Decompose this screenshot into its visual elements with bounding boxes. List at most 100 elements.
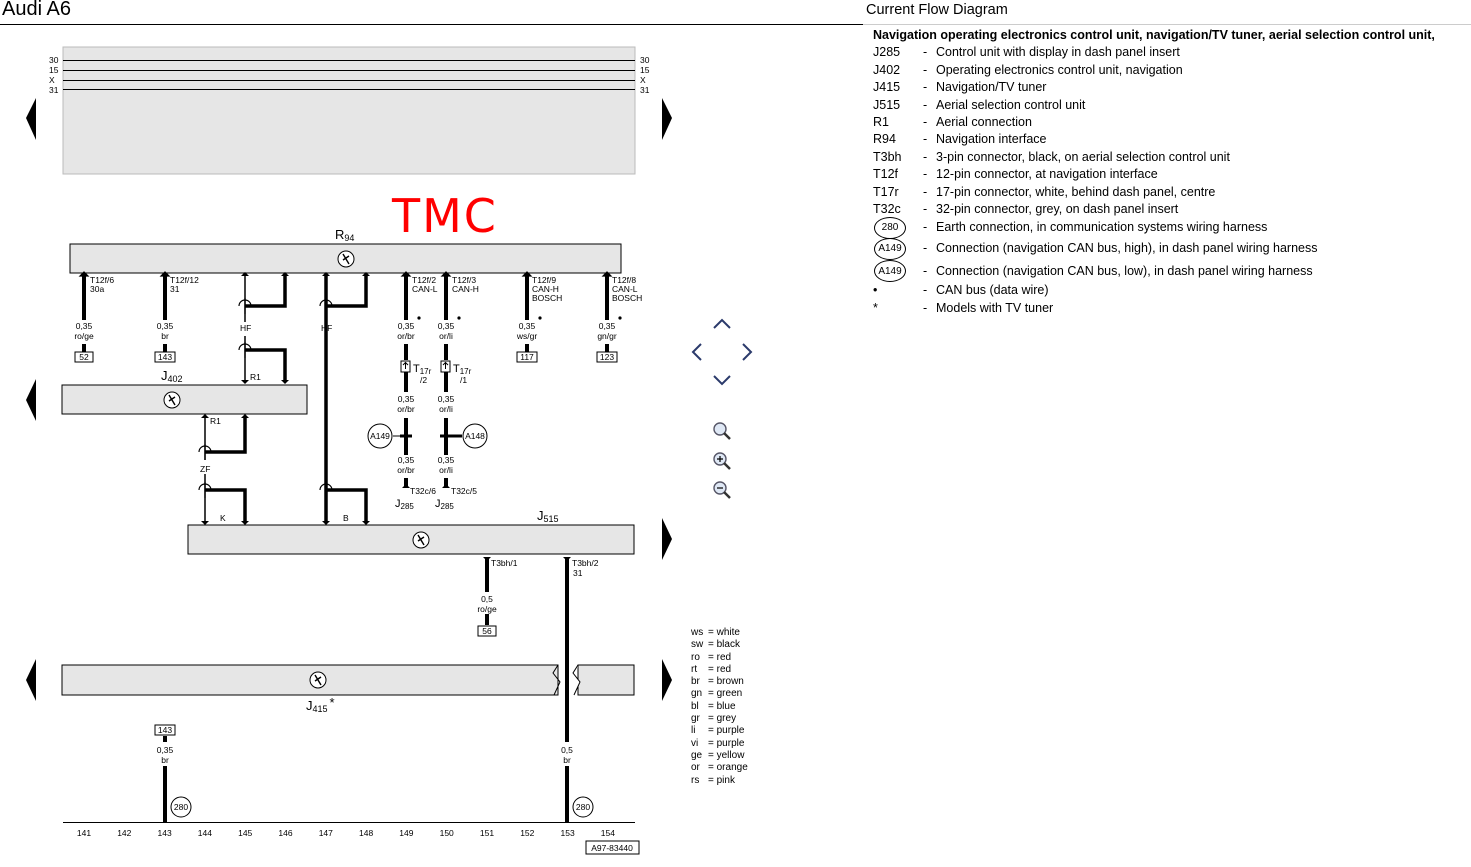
- zoom-in-icon[interactable]: [713, 452, 731, 470]
- earth-280-a-label: 280: [174, 802, 188, 812]
- wire-w5-color: ws/gr: [516, 331, 537, 341]
- pin-t3bh1: T3bh/1: [491, 558, 518, 568]
- wire-w3-color: or/br: [397, 331, 415, 341]
- color-name: pink: [716, 774, 735, 786]
- next-page-arrow-2[interactable]: [662, 518, 672, 560]
- color-code-row: rt= red: [691, 664, 748, 676]
- wire-w4b-color: or/li: [439, 404, 453, 414]
- color-name: purple: [716, 737, 745, 749]
- wire-w2-color: br: [161, 331, 169, 341]
- r94-label: R94: [335, 227, 354, 243]
- pin-t12f3-func: CAN-H: [452, 284, 479, 294]
- legend-item: J515-Aerial selection control unit: [873, 97, 1471, 114]
- j402-label: J402: [161, 368, 183, 384]
- ref-box-143[interactable]: 143: [154, 351, 176, 363]
- wire-w4b-size: 0,35: [438, 394, 455, 404]
- wire-w3c-size: 0,35: [398, 455, 415, 465]
- legend-dash: -: [923, 62, 928, 77]
- color-code-row: br= brown: [691, 676, 748, 688]
- legend-item: J415-Navigation/TV tuner: [873, 79, 1471, 96]
- legend-desc: Connection (navigation CAN bus, high), i…: [936, 241, 1318, 256]
- legend-item: R94 -Navigation interface: [873, 131, 1471, 148]
- prev-page-arrow-3[interactable]: [26, 659, 36, 701]
- diagram-id-box: A97-83440: [585, 840, 640, 855]
- j415-component-box-right: [577, 664, 635, 696]
- control-unit-symbol-r94: [337, 250, 355, 268]
- legend-code: R94: [873, 132, 896, 147]
- legend-code: T12f: [873, 167, 899, 182]
- diagram-id: A97-83440: [591, 843, 633, 853]
- color-name: white: [716, 627, 740, 638]
- color-abbr: br: [691, 676, 700, 688]
- zoom-icon[interactable]: [713, 422, 731, 440]
- color-code-row: bl= blue: [691, 701, 748, 713]
- legend-desc: Aerial connection: [936, 115, 1032, 130]
- pin-t3bh2-func: 31: [573, 568, 583, 578]
- color-equals: =: [708, 737, 717, 749]
- legend-desc: Navigation interface: [936, 132, 1047, 147]
- legend-item: 280-Earth connection, in communication s…: [873, 216, 1471, 239]
- ref-box-117[interactable]: 117: [516, 351, 538, 363]
- color-name: blue: [716, 700, 736, 712]
- antenna-hf-label-1: HF: [240, 323, 251, 333]
- track-number: 152: [520, 828, 534, 838]
- color-equals: =: [708, 651, 717, 663]
- next-page-arrow-3[interactable]: [662, 659, 672, 701]
- legend-code: *: [873, 300, 878, 315]
- wire-w56-size: 0,5: [481, 594, 493, 604]
- legend-dash: -: [923, 132, 928, 147]
- wire-w56-color: ro/ge: [477, 604, 497, 614]
- track-number: 148: [359, 828, 373, 838]
- ref-box-123[interactable]: 123: [596, 351, 618, 363]
- legend-desc: CAN bus (data wire): [936, 283, 1049, 298]
- prev-page-arrow-2[interactable]: [26, 379, 36, 421]
- color-name: orange: [716, 762, 748, 774]
- wire-w6-color: gn/gr: [597, 331, 617, 341]
- wire-w1-color: ro/ge: [74, 331, 94, 341]
- tmc-annotation: TMC: [391, 189, 498, 243]
- ref-box-52-label: 52: [79, 352, 89, 362]
- legend-dash: -: [923, 263, 928, 278]
- legend-dash: -: [923, 283, 928, 298]
- pan-right-icon[interactable]: [742, 343, 753, 361]
- color-name: red: [716, 651, 732, 663]
- color-equals: =: [708, 627, 717, 638]
- connection-a149: A149: [367, 423, 412, 449]
- pan-left-icon[interactable]: [691, 343, 702, 361]
- legend-dash: -: [923, 300, 928, 315]
- pin-t32c5: T32c/5: [451, 486, 477, 496]
- track-number: 150: [440, 828, 454, 838]
- color-equals: =: [708, 688, 717, 700]
- ref-box-143-bottom[interactable]: 143: [154, 724, 176, 736]
- legend-item: A149-Connection (navigation CAN bus, low…: [873, 260, 1471, 283]
- legend-desc: Connection (navigation CAN bus, low), in…: [936, 263, 1313, 278]
- wire-w6-size: 0,35: [599, 321, 616, 331]
- track-number: 149: [399, 828, 413, 838]
- color-abbr: ge: [691, 749, 703, 761]
- ref-box-52[interactable]: 52: [74, 351, 94, 363]
- ref-box-56[interactable]: 56: [477, 625, 497, 637]
- wire-w3c-color: or/br: [397, 465, 415, 475]
- pin-arrow-t32c5: [442, 484, 450, 488]
- control-unit-symbol-j515: [412, 531, 430, 549]
- color-name: purple: [716, 725, 745, 737]
- bus-label-31-left: 31: [49, 85, 59, 95]
- j415-label: J415*: [306, 695, 335, 714]
- prev-page-arrow-1[interactable]: [26, 98, 36, 140]
- zoom-out-icon[interactable]: [713, 481, 731, 499]
- next-page-arrow-1[interactable]: [662, 98, 672, 140]
- color-abbr: bl: [691, 700, 699, 712]
- legend-code: T3bh: [873, 149, 902, 164]
- color-equals: =: [708, 676, 717, 688]
- color-abbr: vi: [691, 737, 699, 749]
- track-number: 142: [117, 828, 131, 838]
- pan-up-icon[interactable]: [713, 318, 731, 329]
- legend-code: A149: [873, 260, 923, 283]
- legend-dash: -: [923, 220, 928, 235]
- control-unit-symbol-j415: [309, 671, 327, 689]
- legend-desc: Models with TV tuner: [936, 300, 1054, 315]
- legend-item: T12f-12-pin connector, at navigation int…: [873, 166, 1471, 183]
- pan-down-icon[interactable]: [713, 375, 731, 386]
